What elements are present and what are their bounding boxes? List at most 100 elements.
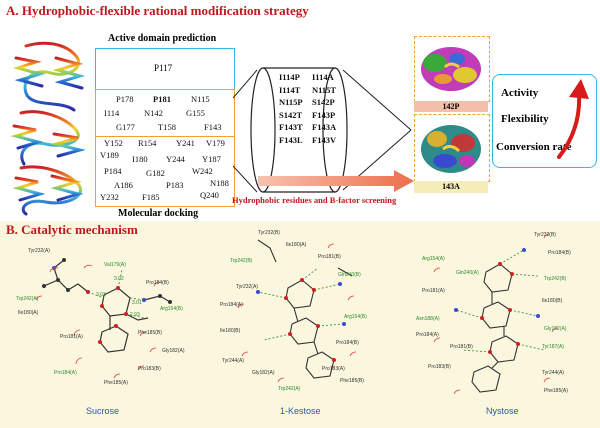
residue-label: Tyr244(A) bbox=[542, 370, 564, 376]
residue: A186 bbox=[114, 180, 133, 190]
residue-label: Phe185(A) bbox=[104, 380, 128, 386]
structure-142p-label: 142P bbox=[414, 101, 488, 112]
residue-label: Pro183(B) bbox=[428, 364, 451, 370]
residue-label: Pro184(A) bbox=[220, 302, 243, 308]
bond-distance: 3.02 bbox=[114, 276, 124, 282]
nystose-interaction-diagram bbox=[433, 233, 559, 395]
residue-label: Pro184(B) bbox=[548, 250, 571, 256]
properties-box: Activity Flexibility Conversion rate bbox=[492, 74, 597, 168]
box-bottom: Y152 R154 Y241 V179 V189 I180 Y244 Y187 … bbox=[95, 136, 235, 207]
residue-label: Tyr232(A) bbox=[28, 248, 50, 254]
mutant: I114T bbox=[279, 84, 301, 95]
mutant: I114P bbox=[279, 72, 300, 82]
residue-label: Trp242(A) bbox=[16, 296, 39, 302]
sucrose-interaction-diagram bbox=[35, 258, 172, 379]
residue: V179 bbox=[206, 138, 225, 148]
screening-cylinder-graphic bbox=[233, 67, 412, 193]
residue: Y244 bbox=[166, 154, 185, 164]
residue: V189 bbox=[100, 150, 119, 160]
panel-b-title: B. Catalytic mechanism bbox=[6, 222, 138, 237]
property-activity: Activity bbox=[501, 87, 539, 99]
sucrose-labels: Tyr232(A) Val179(A) Pro184(B) Trp242(A) … bbox=[14, 240, 194, 400]
mutant: S142P bbox=[312, 97, 335, 107]
residue-label: Trp242(A) bbox=[278, 386, 301, 392]
residue-label: Ile180(A) bbox=[286, 242, 307, 248]
caption-1-kestose: 1-Kestose bbox=[280, 406, 321, 416]
residue-label: Phe185(B) bbox=[340, 378, 364, 384]
property-conversion-rate: Conversion rate bbox=[496, 141, 572, 153]
residue: G155 bbox=[186, 108, 205, 118]
residue-label: Ile180(B) bbox=[220, 328, 241, 334]
mutant-list-left: I114P I114T N115P S142T F143T F143L bbox=[279, 71, 303, 146]
box-top-residue: P117 bbox=[154, 63, 173, 73]
residue-label: Arg154(A) bbox=[422, 256, 445, 262]
residue: R154 bbox=[138, 138, 157, 148]
residue: I114 bbox=[104, 108, 120, 118]
residue: P183 bbox=[166, 180, 184, 190]
residue-label: Phe185(A) bbox=[544, 388, 568, 394]
residue-label: Phe185(B) bbox=[138, 330, 162, 336]
box-top: P117 bbox=[95, 48, 235, 90]
residue-label: Gly182(A) bbox=[252, 370, 275, 376]
residue-label: Pro183(A) bbox=[322, 366, 345, 372]
residue: P184 bbox=[104, 166, 122, 176]
residue: N188 bbox=[210, 178, 229, 188]
mutant: I114A bbox=[312, 72, 334, 82]
nystose-labels: Tyr232(B) Pro184(B) Arg154(A) Gln240(A) … bbox=[414, 232, 586, 402]
increase-arrow-icon bbox=[557, 79, 589, 159]
residue-label: Tyr232(B) bbox=[258, 230, 280, 236]
mutant: N115P bbox=[279, 97, 303, 107]
residue: Y187 bbox=[202, 154, 221, 164]
residue: Y232 bbox=[100, 192, 119, 202]
residue-label: Pro184(B) bbox=[146, 280, 169, 286]
residue: Y241 bbox=[176, 138, 195, 148]
mutant: F143A bbox=[312, 122, 337, 132]
bond-distance: 3.03 bbox=[96, 292, 106, 298]
panel-a-title: A. Hydrophobic-flexible rational modific… bbox=[6, 3, 309, 18]
mutant: F143T bbox=[279, 122, 303, 132]
residue-label: Gly182(A) bbox=[162, 348, 185, 354]
mutant: F143P bbox=[312, 109, 336, 120]
residue: N142 bbox=[144, 108, 163, 118]
residue-label: Ile180(B) bbox=[542, 298, 563, 304]
residue-label: Gly182(A) bbox=[544, 326, 567, 332]
protein-ribbon-image bbox=[10, 41, 86, 216]
residue: W242 bbox=[192, 166, 213, 176]
residue: F185 bbox=[142, 192, 160, 202]
screening-arrow bbox=[258, 170, 414, 192]
residue-label: Arg154(B) bbox=[344, 314, 367, 320]
bond-distance: 2.93 bbox=[130, 312, 140, 318]
residue-label: Pro181(B) bbox=[318, 254, 341, 260]
screening-arrow-label: Hydrophobic residues and B-factor screen… bbox=[232, 195, 397, 205]
structure-143a-surface bbox=[421, 125, 481, 173]
mutant: F143V bbox=[312, 134, 337, 145]
residue-label: Tyr187(A) bbox=[542, 344, 564, 350]
residue: P178 bbox=[116, 94, 134, 104]
residue-label: Pro183(B) bbox=[138, 366, 161, 372]
residue-label: Ile180(A) bbox=[18, 310, 39, 316]
structure-143a-label: 143A bbox=[414, 181, 488, 193]
residue: P181 bbox=[153, 94, 171, 104]
residue-label: Gln240(A) bbox=[456, 270, 479, 276]
residue-label: Tyr244(A) bbox=[222, 358, 244, 364]
residue-label: Pro181(A) bbox=[422, 288, 445, 294]
residue: N115 bbox=[191, 94, 210, 104]
mutant-list-right: I114A N115T S142P F143P F143A F143V bbox=[312, 71, 336, 146]
kestose-labels: Tyr232(B) Ile180(A) Trp242(B) Pro181(B) … bbox=[218, 228, 388, 404]
structure-142p-surface bbox=[421, 47, 481, 91]
residue-label: Trp242(B) bbox=[230, 258, 253, 264]
residue-label: Trp242(B) bbox=[544, 276, 567, 282]
kestose-interaction-diagram bbox=[237, 239, 357, 383]
panel-b-background bbox=[0, 221, 600, 428]
residue: Q240 bbox=[200, 190, 219, 200]
residue: T158 bbox=[158, 122, 176, 132]
residue-label: Val179(A) bbox=[104, 262, 126, 268]
residue-label: Pro184(A) bbox=[416, 332, 439, 338]
residue-label: Pro184(A) bbox=[54, 370, 77, 376]
mutant: S142T bbox=[279, 109, 303, 120]
residue: F143 bbox=[204, 122, 222, 132]
box-middle: P178 P181 N115 I114 N142 G155 G177 T158 … bbox=[95, 89, 235, 137]
residue-label: Pro184(B) bbox=[336, 340, 359, 346]
bond-distance: 3.01 bbox=[132, 300, 142, 306]
caption-sucrose: Sucrose bbox=[86, 406, 120, 416]
